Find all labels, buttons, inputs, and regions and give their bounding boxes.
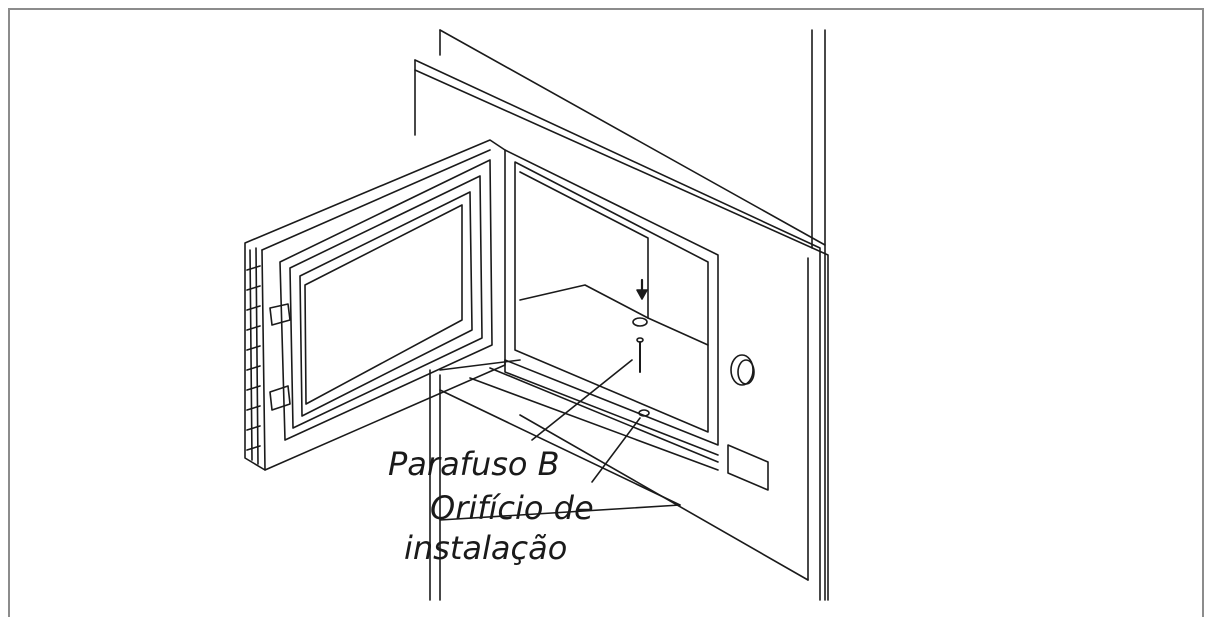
screw-assembly [531,278,650,483]
installation-hole [638,409,650,417]
display-window [727,444,769,491]
leader-line-screw [531,359,633,441]
control-knob [730,354,754,386]
oven-door [244,139,506,471]
label-installation-hole-line2: instalação [404,529,568,567]
figure-frame [8,8,1204,617]
leader-line-hole [591,417,641,483]
washer [632,317,648,327]
label-screw-b: Parafuso B [388,445,560,483]
label-installation-hole-line1: Orifício de [430,489,594,527]
microwave-front-panel [414,59,829,601]
cabinet-outline [429,29,826,601]
